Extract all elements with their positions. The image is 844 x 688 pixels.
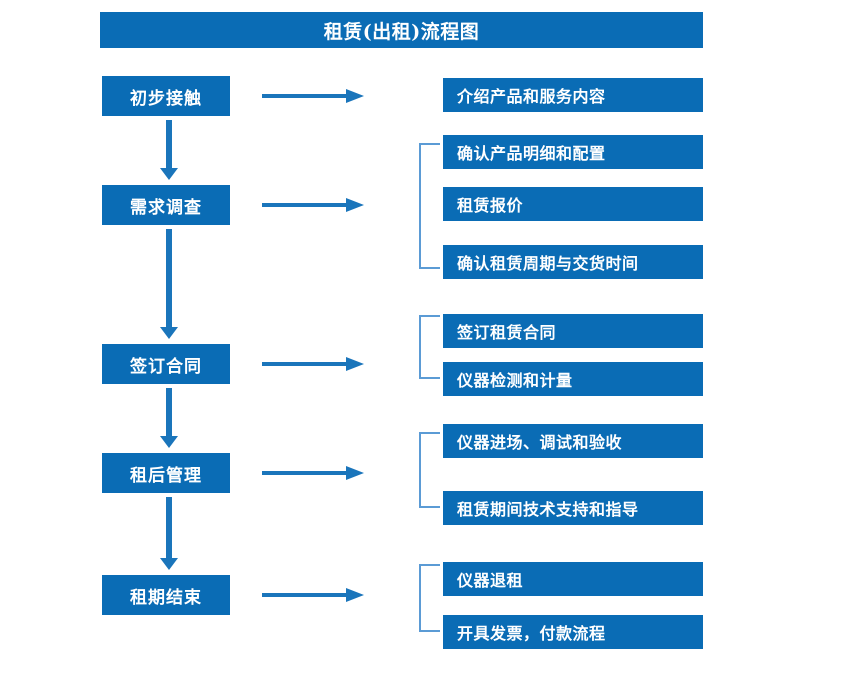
vertical-arrow-2 (160, 229, 178, 341)
stage-box-requirement-survey[interactable]: 需求调查 (102, 185, 230, 225)
stage-box-initial-contact[interactable]: 初步接触 (102, 76, 230, 116)
horizontal-arrow-4 (262, 466, 364, 480)
group-bracket-post-rental-management (419, 432, 440, 508)
stage-box-sign-contract[interactable]: 签订合同 (102, 344, 230, 384)
group-bracket-lease-end (419, 564, 440, 632)
vertical-arrow-4 (160, 497, 178, 572)
horizontal-arrow-3 (262, 357, 364, 371)
vertical-arrow-3 (160, 388, 178, 450)
detail-box-instrument-delivery[interactable]: 仪器进场、调试和验收 (443, 424, 703, 458)
vertical-arrow-1 (160, 120, 178, 182)
horizontal-arrow-1 (262, 89, 364, 103)
detail-box-instrument-inspection[interactable]: 仪器检测和计量 (443, 362, 703, 396)
detail-box-technical-support[interactable]: 租赁期间技术支持和指导 (443, 491, 703, 525)
detail-box-instrument-return[interactable]: 仪器退租 (443, 562, 703, 596)
detail-box-confirm-lease-period[interactable]: 确认租赁周期与交货时间 (443, 245, 703, 279)
group-bracket-sign-contract (419, 315, 440, 379)
detail-box-confirm-product-details[interactable]: 确认产品明细和配置 (443, 135, 703, 169)
stage-box-lease-end[interactable]: 租期结束 (102, 575, 230, 615)
detail-box-sign-lease-contract[interactable]: 签订租赁合同 (443, 314, 703, 348)
detail-box-rental-quotation[interactable]: 租赁报价 (443, 187, 703, 221)
stage-box-post-rental-management[interactable]: 租后管理 (102, 453, 230, 493)
horizontal-arrow-2 (262, 198, 364, 212)
detail-box-introduce-products[interactable]: 介绍产品和服务内容 (443, 78, 703, 112)
group-bracket-requirement-survey (419, 143, 440, 269)
page-title: 租赁(出租)流程图 (100, 12, 703, 48)
detail-box-invoice-payment[interactable]: 开具发票，付款流程 (443, 615, 703, 649)
horizontal-arrow-5 (262, 588, 364, 602)
